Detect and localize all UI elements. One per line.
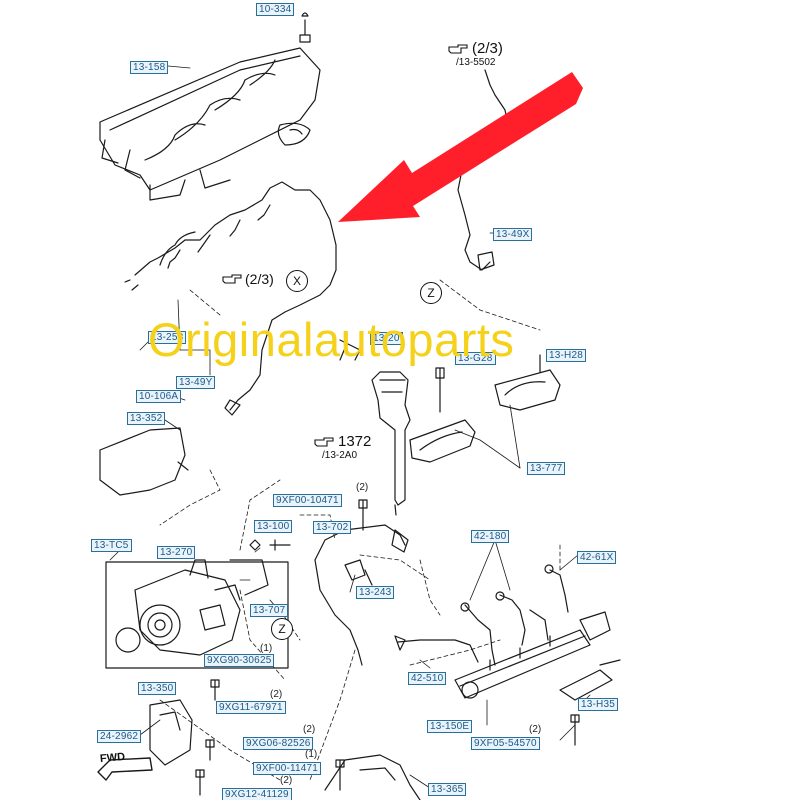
injector-pipes-drawing xyxy=(460,591,549,666)
part-label[interactable]: 9XF00-10471 xyxy=(273,494,342,507)
quantity: (2) xyxy=(270,689,283,700)
bracket-drawing xyxy=(99,427,186,496)
part-label[interactable]: 9XG11-67971 xyxy=(216,701,286,714)
quantity: (2) xyxy=(303,724,316,735)
part-label[interactable]: 13-G28 xyxy=(455,352,496,365)
connection-marker: X xyxy=(286,270,308,292)
engine-cover-drawing xyxy=(99,47,321,201)
part-label[interactable]: 13-49X xyxy=(493,228,533,241)
part-label[interactable]: 13-352 xyxy=(127,412,166,425)
page-reference[interactable]: 1372 /13-2A0 xyxy=(314,433,371,462)
quantity: (1) xyxy=(260,643,273,654)
part-label[interactable]: 13-20 xyxy=(370,332,403,345)
connection-marker: Z xyxy=(420,282,442,304)
part-label[interactable]: 13-TC5 xyxy=(91,539,132,552)
reference-page: (2/3) xyxy=(472,40,503,57)
part-label[interactable]: 13-243 xyxy=(356,586,395,599)
part-label[interactable]: 9XF05-54570 xyxy=(471,737,540,750)
pipe-61x xyxy=(549,569,569,613)
reference-page: (2/3) xyxy=(245,271,274,287)
part-label[interactable]: 13-350 xyxy=(138,682,177,695)
injector-drawing xyxy=(339,339,411,516)
pipe-510 xyxy=(397,639,479,663)
pointing-hand-icon xyxy=(448,44,468,54)
pipe-702 xyxy=(314,524,409,666)
part-label[interactable]: 10-106A xyxy=(136,390,182,403)
part-label[interactable]: 13-100 xyxy=(254,520,293,533)
fuel-rail-drawing xyxy=(454,611,621,701)
watermark: Originalautoparts xyxy=(148,313,515,366)
part-label[interactable]: 13-777 xyxy=(527,462,566,475)
clamp-drawing xyxy=(409,354,561,463)
part-label[interactable]: 13-49Y xyxy=(176,376,216,389)
mount-drawing xyxy=(149,699,193,766)
part-label[interactable]: 42-510 xyxy=(408,672,447,685)
part-label[interactable]: 9XG90-30625 xyxy=(204,654,275,667)
part-label[interactable]: 24-2962 xyxy=(97,730,142,743)
part-label[interactable]: 13-365 xyxy=(428,783,467,796)
pointing-hand-icon xyxy=(314,437,334,447)
bolt-drawing xyxy=(299,19,311,43)
part-label[interactable]: 9XF00-11471 xyxy=(253,762,322,775)
quantity: (2) xyxy=(529,724,542,735)
part-label[interactable]: 13-702 xyxy=(313,521,352,534)
part-label[interactable]: 9XG06-82526 xyxy=(243,737,314,750)
reference-section: /13-5502 xyxy=(456,57,496,69)
quantity: (1) xyxy=(305,749,318,760)
connection-marker: Z xyxy=(271,618,293,640)
page-reference[interactable]: (2/3) /13-5502 xyxy=(448,40,503,69)
part-label[interactable]: 42-61X xyxy=(577,551,617,564)
page-reference[interactable]: (2/3) xyxy=(222,271,274,287)
part-label[interactable]: 13-158 xyxy=(130,61,169,74)
part-label[interactable]: 13-270 xyxy=(157,546,196,559)
fwd-arrow-icon xyxy=(97,757,153,781)
quantity: (2) xyxy=(356,482,369,493)
quantity: (2) xyxy=(280,775,293,786)
part-label[interactable]: 10-334 xyxy=(256,3,295,16)
pipe-365 xyxy=(324,754,421,800)
part-label[interactable]: 13-707 xyxy=(250,604,289,617)
reference-section: /13-2A0 xyxy=(322,450,358,462)
pointing-hand-icon xyxy=(222,274,242,284)
reference-page: 1372 xyxy=(338,433,372,450)
part-label[interactable]: 13-H28 xyxy=(546,349,586,362)
part-label[interactable]: 9XG12-41129 xyxy=(222,788,292,800)
part-label[interactable]: 13-150E xyxy=(427,720,473,733)
part-label[interactable]: 13-253 xyxy=(148,331,187,344)
part-label[interactable]: 13-H35 xyxy=(578,698,618,711)
fwd-label: FWD xyxy=(99,750,126,766)
red-arrow-icon xyxy=(338,72,583,222)
part-label[interactable]: 42-180 xyxy=(471,530,510,543)
return-line-left xyxy=(124,181,337,416)
